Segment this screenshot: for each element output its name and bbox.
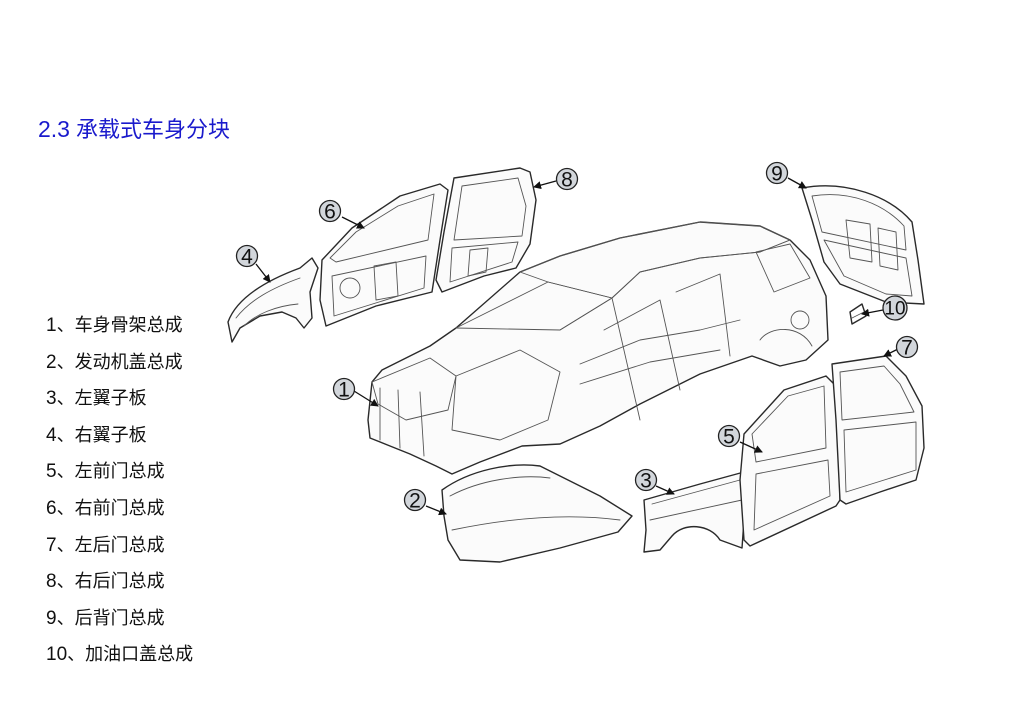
left-front-door-drawing (739, 375, 841, 547)
callout-6: 6 (318, 199, 342, 224)
svg-text:7: 7 (901, 337, 913, 360)
legend-item: 1、车身骨架总成 (46, 315, 183, 336)
legend-item: 3、左翼子板 (46, 388, 147, 410)
section-number: 2.3 (38, 116, 70, 142)
callout-7: 7 (895, 335, 919, 360)
parts-legend: 1、车身骨架总成 2、发动机盖总成 3、左翼子板 4、右翼子板 5、左前门总成 … (46, 313, 193, 679)
svg-text:10: 10 (884, 299, 905, 320)
legend-item: 10、加油口盖总成 (46, 644, 194, 666)
svg-text:8: 8 (561, 169, 573, 192)
svg-text:1: 1 (338, 379, 350, 402)
left-fender-drawing (643, 471, 753, 553)
legend-item: 6、右前门总成 (46, 497, 165, 519)
callout-1: 1 (332, 377, 356, 402)
right-rear-door-drawing (435, 167, 537, 293)
right-fender-drawing (227, 257, 319, 343)
legend-item: 8、右后门总成 (46, 571, 165, 593)
right-front-door-drawing (319, 183, 449, 327)
svg-text:4: 4 (241, 246, 253, 269)
svg-text:5: 5 (723, 426, 735, 449)
section-title-text: 承载式车身分块 (75, 118, 230, 143)
hood-drawing (441, 464, 633, 563)
callout-9: 9 (765, 161, 789, 186)
left-rear-door-drawing (831, 355, 925, 505)
legend-item: 9、后背门总成 (46, 607, 165, 629)
callout-10: 10 (882, 295, 908, 321)
callout-4: 4 (235, 244, 259, 269)
callout-8: 8 (555, 167, 579, 192)
legend-item: 7、左后门总成 (46, 534, 165, 556)
callout-3: 3 (634, 468, 658, 493)
legend-item: 4、右翼子板 (46, 424, 147, 446)
body-frame-drawing (367, 221, 829, 475)
callout-2: 2 (403, 488, 427, 513)
legend-item: 2、发动机盖总成 (46, 351, 183, 373)
callout-5: 5 (717, 424, 741, 449)
svg-text:6: 6 (324, 201, 336, 224)
svg-text:3: 3 (640, 470, 652, 493)
svg-text:9: 9 (771, 163, 783, 186)
tailgate-drawing (801, 185, 925, 305)
leader-lines (255, 177, 899, 516)
svg-text:2: 2 (409, 490, 421, 513)
legend-item: 5、左前门总成 (46, 461, 165, 483)
